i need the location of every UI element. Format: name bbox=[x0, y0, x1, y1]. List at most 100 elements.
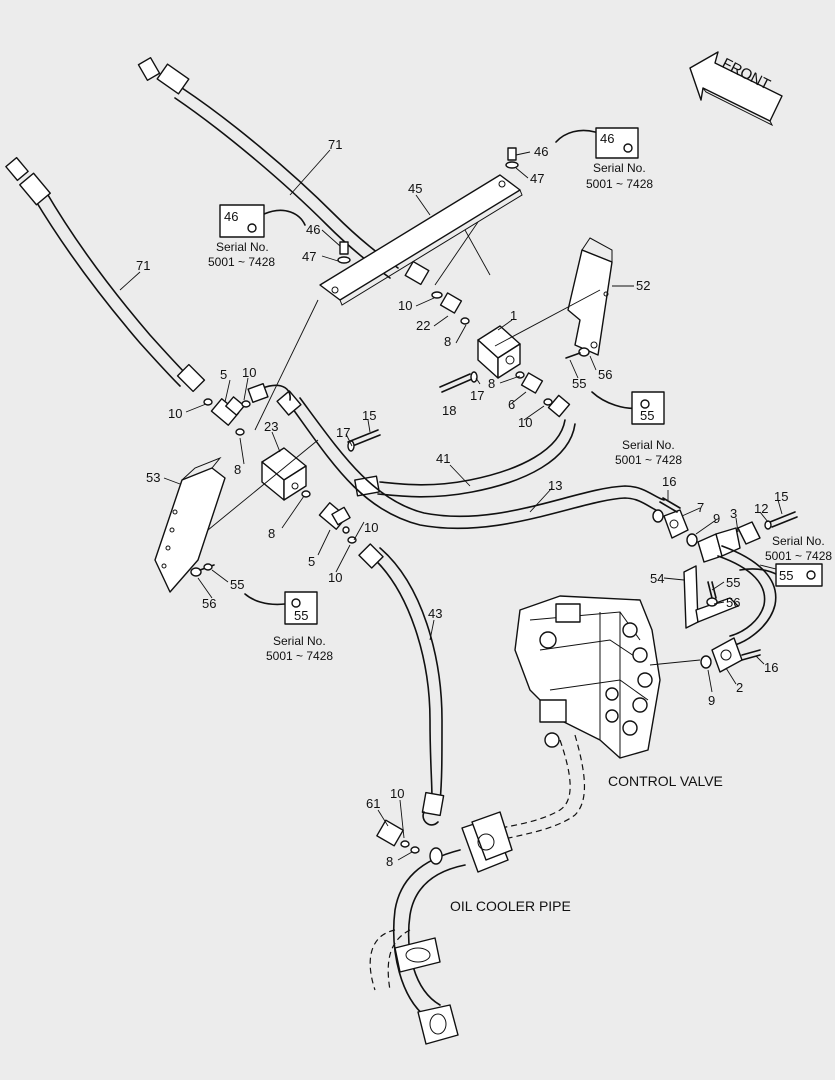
callout: 54 bbox=[650, 571, 664, 586]
fitting-cluster-block-right bbox=[515, 371, 571, 418]
callout: 18 bbox=[442, 403, 456, 418]
serial-range: 5001 ~ 7428 bbox=[208, 255, 275, 269]
serial-box-46-left: 46 Serial No. 5001 ~ 7428 bbox=[208, 204, 275, 269]
serial-label: Serial No. bbox=[622, 438, 675, 452]
serial-box-part: 46 bbox=[224, 209, 238, 224]
fitting-61 bbox=[376, 819, 420, 854]
serial-box-55-right: 55 Serial No. 5001 ~ 7428 bbox=[765, 534, 832, 587]
callout: 61 bbox=[366, 796, 380, 811]
bracket-53 bbox=[154, 456, 226, 593]
callout: 53 bbox=[146, 470, 160, 485]
callout: 56 bbox=[726, 595, 740, 610]
caption-oil-cooler-pipe: OIL COOLER PIPE bbox=[450, 898, 571, 914]
callout: 12 bbox=[754, 501, 768, 516]
serial-range: 5001 ~ 7428 bbox=[586, 177, 653, 191]
callout: 16 bbox=[662, 474, 676, 489]
callout: 56 bbox=[598, 367, 612, 382]
leader-lines bbox=[119, 149, 801, 861]
hose-13 bbox=[276, 390, 665, 530]
callout: 41 bbox=[436, 451, 450, 466]
tee-fitting-5-lower bbox=[301, 490, 357, 544]
flange-7 bbox=[652, 509, 689, 539]
callout: 55 bbox=[726, 575, 740, 590]
oring-9-upper bbox=[686, 533, 698, 547]
serial-box-55-lower: 55 Serial No. 5001 ~ 7428 bbox=[266, 591, 333, 663]
callout: 9 bbox=[708, 693, 715, 708]
callout: 45 bbox=[408, 181, 422, 196]
tee-fitting-5-upper bbox=[203, 396, 251, 436]
bracket-52 bbox=[567, 237, 613, 356]
front-arrow: FRONT bbox=[689, 51, 783, 127]
callout: 8 bbox=[444, 334, 451, 349]
callout: 52 bbox=[636, 278, 650, 293]
hose-71-lower bbox=[5, 156, 206, 393]
hose-43 bbox=[358, 543, 445, 826]
serial-range: 5001 ~ 7428 bbox=[765, 549, 832, 563]
serial-arrows bbox=[244, 129, 779, 606]
fitting-cluster-top bbox=[404, 260, 470, 325]
callout: 55 bbox=[572, 376, 586, 391]
callout: 6 bbox=[508, 397, 515, 412]
hose-41 bbox=[354, 419, 576, 498]
serial-label: Serial No. bbox=[593, 161, 646, 175]
hose-elbow-top-left bbox=[247, 382, 291, 404]
control-valve bbox=[514, 595, 661, 759]
callout-numbers: 71 71 45 46 47 46 47 52 10 22 1 8 8 17 1… bbox=[136, 137, 788, 869]
bolt-46-lower bbox=[337, 241, 351, 264]
callout: 13 bbox=[548, 478, 562, 493]
bolt-55-right-lower bbox=[706, 581, 718, 607]
callout: 2 bbox=[736, 680, 743, 695]
bolt-16-upper bbox=[659, 497, 681, 513]
callout: 8 bbox=[386, 854, 393, 869]
serial-label: Serial No. bbox=[216, 240, 269, 254]
callout: 71 bbox=[328, 137, 342, 152]
callout: 10 bbox=[364, 520, 378, 535]
serial-box-part: 55 bbox=[640, 408, 654, 423]
bolt-15-right bbox=[764, 511, 798, 530]
oil-cooler-pipe bbox=[369, 734, 585, 1045]
callout: 10 bbox=[518, 415, 532, 430]
callout: 71 bbox=[136, 258, 150, 273]
callout: 17 bbox=[336, 425, 350, 440]
serial-box-55-mid: 55 Serial No. 5001 ~ 7428 bbox=[615, 391, 682, 467]
pipe-right bbox=[717, 545, 777, 646]
serial-range: 5001 ~ 7428 bbox=[615, 453, 682, 467]
caption-control-valve: CONTROL VALVE bbox=[608, 773, 723, 789]
callout: 10 bbox=[390, 786, 404, 801]
callout: 47 bbox=[530, 171, 544, 186]
block-23 bbox=[261, 447, 307, 501]
callout: 46 bbox=[306, 222, 320, 237]
callout: 8 bbox=[268, 526, 275, 541]
serial-box-46-right: 46 Serial No. 5001 ~ 7428 bbox=[586, 127, 653, 191]
callout: 10 bbox=[242, 365, 256, 380]
bolt-15-left bbox=[347, 429, 381, 452]
callout: 47 bbox=[302, 249, 316, 264]
callout: 43 bbox=[428, 606, 442, 621]
callout: 15 bbox=[774, 489, 788, 504]
serial-range: 5001 ~ 7428 bbox=[266, 649, 333, 663]
callout: 10 bbox=[328, 570, 342, 585]
serial-label: Serial No. bbox=[273, 634, 326, 648]
bolt-18 bbox=[439, 371, 478, 393]
callout: 55 bbox=[230, 577, 244, 592]
bracket-54 bbox=[683, 565, 739, 629]
callout: 8 bbox=[488, 376, 495, 391]
callout: 56 bbox=[202, 596, 216, 611]
callout: 16 bbox=[764, 660, 778, 675]
bolt-46-upper bbox=[505, 147, 519, 169]
serial-box-part: 55 bbox=[779, 568, 793, 583]
callout: 7 bbox=[697, 500, 704, 515]
clamp-3 bbox=[697, 521, 761, 563]
callout: 17 bbox=[470, 388, 484, 403]
callout: 15 bbox=[362, 408, 376, 423]
callout: 23 bbox=[264, 419, 278, 434]
bracket-45 bbox=[319, 174, 523, 306]
callout: 22 bbox=[416, 318, 430, 333]
flange-2 bbox=[700, 637, 743, 673]
serial-box-part: 46 bbox=[600, 131, 614, 146]
bolt-55-left bbox=[190, 563, 215, 577]
bolt-55-right-upper bbox=[565, 347, 590, 359]
serial-box-part: 55 bbox=[294, 608, 308, 623]
